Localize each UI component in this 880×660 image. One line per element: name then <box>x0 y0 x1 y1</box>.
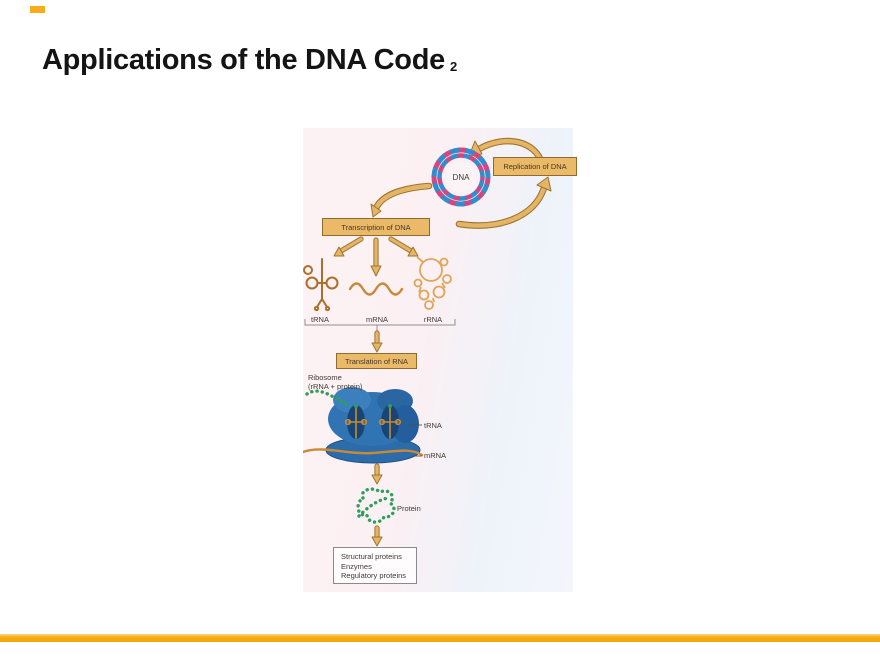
trna-drawing <box>303 258 339 312</box>
ribosome-label-line2: (rRNA + protein) <box>308 382 363 391</box>
growing-peptide-drawing <box>305 389 350 407</box>
ribosome-drawing <box>303 387 424 464</box>
ribosome-trna-callout: tRNA <box>424 421 442 430</box>
bottom-accent-bar <box>0 634 880 642</box>
rna-bracket <box>304 319 456 331</box>
dna-flow-figure: Replication of DNA Transcription of DNA … <box>303 128 577 592</box>
protein-outputs-box: Structural proteins Enzymes Regulatory p… <box>333 547 417 584</box>
page-title-footnote: 2 <box>449 59 457 74</box>
dna-plasmid-drawing <box>431 147 491 207</box>
protein-to-outputs-arrow <box>371 525 383 547</box>
transcription-of-dna-box: Transcription of DNA <box>322 218 430 236</box>
bracket-to-translation-arrow <box>371 330 383 353</box>
output-regulatory-proteins: Regulatory proteins <box>341 571 407 581</box>
trna-label: tRNA <box>311 315 329 324</box>
page-title-text: Applications of the DNA Code <box>42 44 445 76</box>
protein-drawing <box>356 487 396 524</box>
mrna-drawing <box>348 282 404 296</box>
output-enzymes: Enzymes <box>341 561 372 571</box>
dna-to-transcription-arrow <box>370 182 433 218</box>
rrna-label: rRNA <box>423 315 443 324</box>
replication-of-dna-box: Replication of DNA <box>493 157 577 176</box>
ribosome-to-protein-arrow <box>371 463 383 485</box>
output-structural-proteins: Structural proteins <box>341 552 402 561</box>
page-title: Applications of the DNA Code 2 <box>42 44 457 77</box>
dna-label: DNA <box>452 173 470 182</box>
rrna-drawing <box>413 256 452 310</box>
ribosome-label: Ribosome (rRNA + protein) <box>308 373 362 391</box>
protein-label: Protein <box>397 504 421 513</box>
mrna-label: mRNA <box>365 315 389 324</box>
figure-artwork <box>303 137 552 547</box>
transcription-fan-arrows <box>333 236 419 277</box>
ribosome-mrna-callout: mRNA <box>424 451 447 460</box>
translation-of-rna-box: Translation of RNA <box>336 353 417 369</box>
ribosome-label-line1: Ribosome <box>308 373 342 382</box>
ribosome-mrna-strand <box>303 448 424 457</box>
top-accent-dash <box>30 6 45 13</box>
